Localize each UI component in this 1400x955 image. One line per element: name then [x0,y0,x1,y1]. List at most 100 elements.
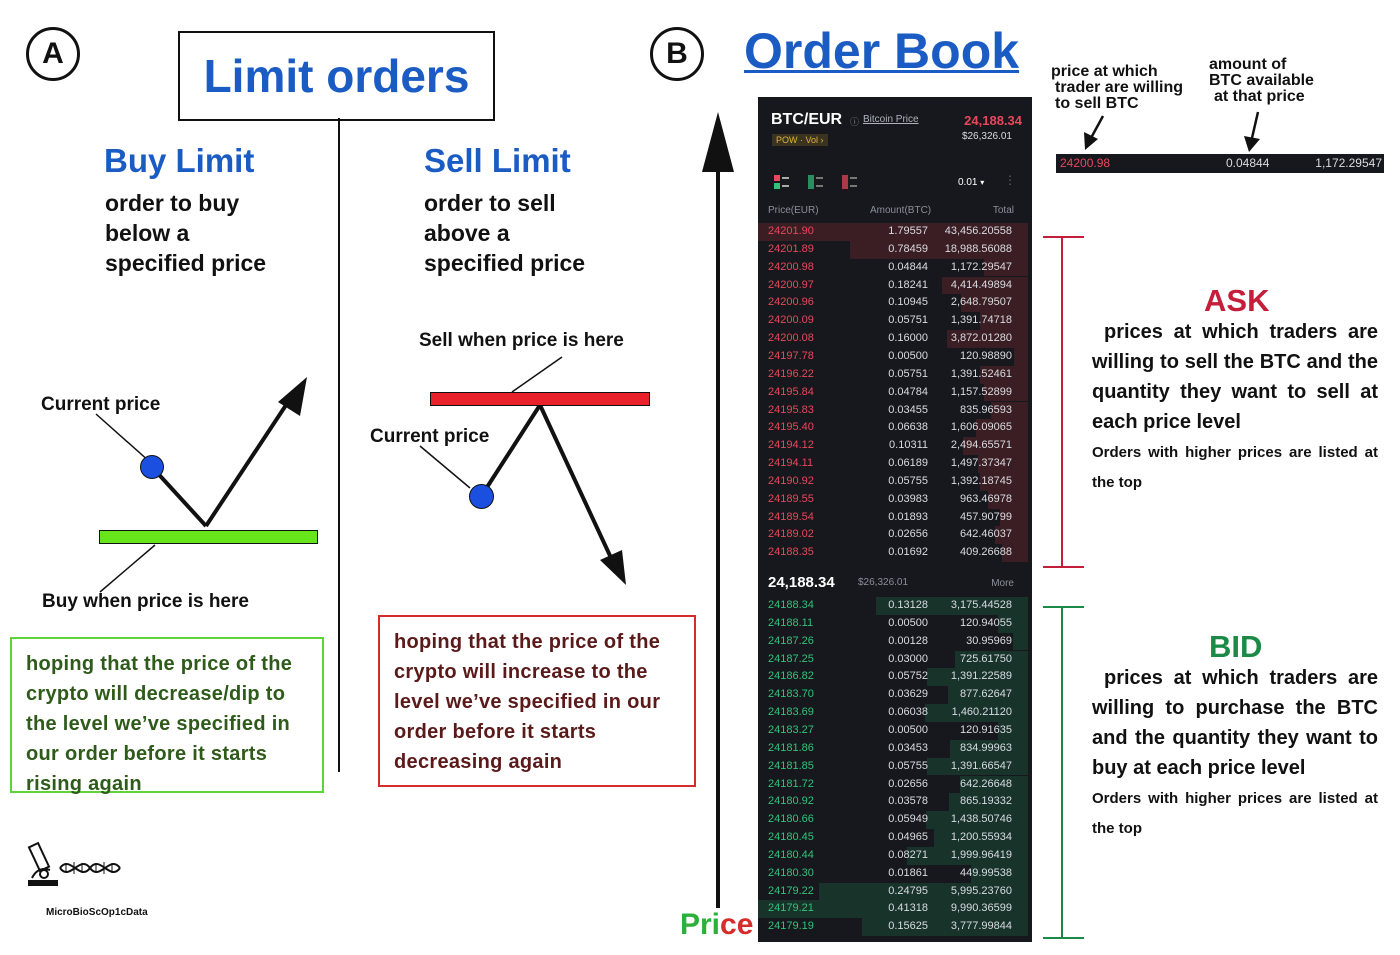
bitcoin-price-link[interactable]: Bitcoin Price [863,114,919,125]
ask-amount: 0.03983 [888,492,928,505]
ask-amount: 0.78459 [888,242,928,255]
ask-depth-bar [983,383,1028,402]
header-total: Total [992,205,1014,216]
logo-text: MicroBioScOp1cData [46,907,148,918]
sell-current-pointer [419,445,471,489]
ask-total: 1,391.52461 [950,367,1012,380]
bid-amount: 0.00128 [888,634,928,647]
bid-amount: 0.04965 [888,831,928,844]
bid-depth-bar [998,721,1028,740]
more-options-icon[interactable]: ⋮ [1004,173,1016,187]
ask-price: 24200.97 [768,278,814,291]
ask-total: 2,648.79507 [950,296,1012,309]
info-icon: ⓘ [850,117,860,127]
view-both-icon[interactable] [774,175,789,189]
price-note: price at which trader are willing to sel… [1051,63,1184,112]
ask-depth-bar [961,294,1028,313]
buy-trigger-pointer [99,544,156,593]
ask-price: 24195.84 [768,385,814,398]
ask-total: 409.26688 [960,546,1012,559]
precision-select[interactable]: 0.01 ▾ [958,177,985,188]
bid-total: 30.95969 [966,634,1012,647]
ask-depth-bar [963,437,1028,455]
ask-amount: 0.06189 [888,457,928,470]
bid-depth-bar [934,829,1028,847]
more-link[interactable]: More [991,578,1014,589]
ask-depth-bar [990,401,1028,420]
bid-total: 120.91635 [960,723,1012,736]
ask-total: 120.98890 [960,349,1012,362]
pow-vol-tags[interactable]: POW · Vol › [772,134,828,146]
bid-note: Orders with higher prices are listed at … [1092,790,1378,837]
bid-price: 24179.19 [768,920,814,933]
bid-price: 24183.70 [768,688,814,701]
view-asks-icon[interactable] [842,175,857,189]
ask-amount: 0.05751 [888,314,928,327]
ask-amount: 0.04784 [888,385,928,398]
bid-depth-bar [907,846,1028,865]
chevron-down-icon: ▾ [980,178,985,187]
price-axis-arrow-head [702,112,734,172]
ask-price: 24188.35 [768,546,814,559]
bid-amount: 0.03453 [888,741,928,754]
bid-description: prices at which traders are willing to p… [1092,667,1378,779]
ask-depth-bar [987,490,1028,509]
bid-amount: 0.00500 [888,616,928,629]
ask-price: 24201.90 [768,225,814,237]
bid-price: 24188.11 [768,616,814,629]
view-bids-icon[interactable] [808,175,823,189]
bid-total: 1,438.50746 [950,813,1012,826]
ask-depth-bar [983,258,1028,277]
bid-total: 725.61750 [960,652,1012,665]
bid-price: 24186.82 [768,670,814,683]
ask-amount: 0.00500 [888,349,928,362]
order-book-panel: BTC/EUR ⓘ Bitcoin Price 24,188.34 $26,32… [758,97,1032,942]
ask-amount: 1.79557 [888,225,928,237]
bid-depth-bar [947,686,1028,705]
bid-total: 1,391.66547 [950,759,1012,772]
bid-price: 24181.72 [768,777,814,790]
bid-total: 449.99538 [960,866,1012,879]
bid-price: 24179.21 [768,902,814,915]
bid-depth-bar [927,668,1028,687]
